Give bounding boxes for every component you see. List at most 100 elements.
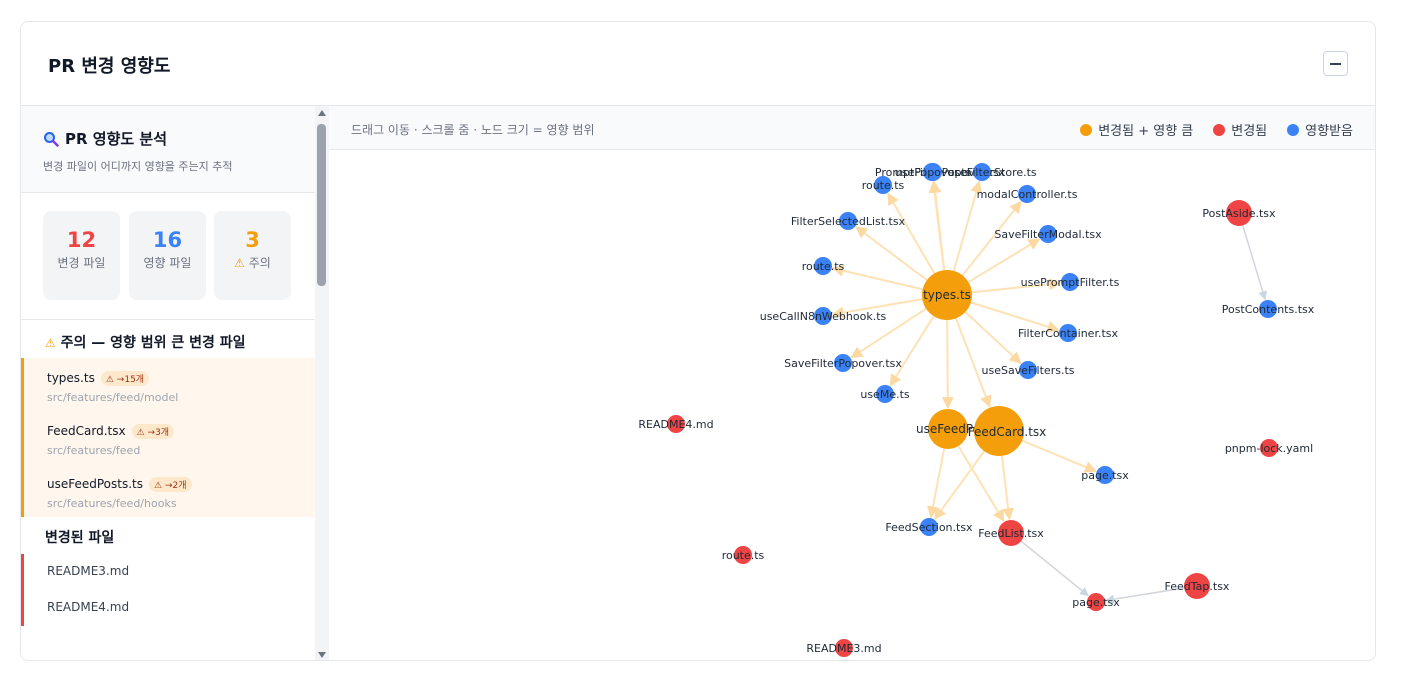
graph-edge — [831, 264, 923, 291]
graph-node[interactable]: PostContents.tsx — [1222, 300, 1315, 318]
analysis-title: PR 영향도 분석 — [65, 130, 167, 148]
warning-item-feedcard[interactable]: FeedCard.tsx ⚠ →3개 src/features/feed — [21, 411, 315, 464]
graph-node-label: FeedCard.tsx — [968, 425, 1047, 439]
graph-node-circle[interactable] — [974, 406, 1024, 456]
graph-node-label: README3.md — [806, 642, 881, 655]
graph-node-circle[interactable] — [998, 520, 1024, 546]
graph-edge — [971, 278, 1062, 294]
graph-node[interactable]: usePromptFilter.ts — [1021, 273, 1120, 291]
warning-icon: ⚠ — [45, 336, 56, 350]
graph-node[interactable]: FilterContainer.tsx — [1018, 324, 1119, 342]
graph-node-circle[interactable] — [1059, 324, 1077, 342]
graph-node-label: useMe.ts — [860, 388, 910, 401]
graph-node[interactable]: SaveFilterPopover.tsx — [784, 354, 902, 372]
graph-node[interactable]: page.tsx — [1081, 466, 1129, 484]
scroll-thumb[interactable] — [317, 124, 326, 286]
graph-node-circle[interactable] — [1061, 273, 1079, 291]
legend-item: 변경됨 + 영향 큼 — [1080, 120, 1193, 139]
graph-edge — [831, 298, 923, 319]
graph-node[interactable]: PostAside.tsx — [1202, 200, 1276, 226]
graph-node[interactable]: useCallN8nWebhook.ts — [760, 307, 887, 325]
graph-node-circle[interactable] — [1226, 200, 1252, 226]
graph-node-circle[interactable] — [839, 212, 857, 230]
graph-node-circle[interactable] — [876, 385, 894, 403]
graph-node-circle[interactable] — [1184, 573, 1210, 599]
graph-node-circle[interactable] — [834, 354, 852, 372]
graph-edge — [1021, 439, 1097, 473]
graph-edge — [929, 180, 946, 271]
graph-node-circle[interactable] — [1039, 225, 1057, 243]
graph-node[interactable]: FeedTap.tsx — [1165, 573, 1230, 599]
graph-node-circle[interactable] — [1087, 593, 1105, 611]
graph-edge — [970, 301, 1060, 333]
graph-node[interactable]: page.tsx — [1072, 593, 1120, 611]
stat-value: 12 — [66, 228, 97, 252]
graph-node-label: FeedList.tsx — [978, 527, 1044, 540]
impact-badge: ⚠ →2개 — [149, 476, 192, 492]
graph-node[interactable]: route.ts — [722, 546, 765, 564]
graph-node-circle[interactable] — [835, 639, 853, 657]
changed-item[interactable]: README3.md — [21, 554, 315, 590]
graph-canvas[interactable]: types.tsuseFeedPosts.tsFeedCard.tsxPromp… — [329, 150, 1376, 661]
graph-node[interactable]: route.ts — [802, 257, 845, 275]
sidebar-scrollbar[interactable] — [315, 106, 329, 660]
warning-item-usefeedposts[interactable]: useFeedPosts.ts ⚠ →2개 src/features/feed/… — [21, 464, 315, 517]
graph-node-label: page.tsx — [1081, 469, 1129, 482]
graph-node[interactable]: FilterSelectedList.tsx — [791, 212, 906, 230]
card-header: PR 변경 영향도 — [21, 22, 1375, 106]
legend-dot — [1080, 123, 1093, 136]
warning-list: types.ts ⚠ →15개 src/features/feed/model … — [21, 358, 328, 517]
graph-node-circle[interactable] — [814, 307, 832, 325]
graph-node-circle[interactable] — [1259, 300, 1277, 318]
graph-edge — [952, 180, 983, 272]
graph-node-circle[interactable] — [920, 518, 938, 536]
graph-node-circle[interactable] — [734, 546, 752, 564]
graph-node-circle[interactable] — [1096, 466, 1114, 484]
graph-node[interactable]: README4.md — [638, 415, 714, 433]
graph-node-circle[interactable] — [814, 257, 832, 275]
sidebar: PR 영향도 분석 변경 파일이 어디까지 영향을 주는지 추적 12 변경 파… — [21, 106, 329, 660]
graph-node[interactable]: SaveFilterModal.tsx — [994, 225, 1102, 243]
graph-node[interactable]: FeedList.tsx — [978, 520, 1044, 546]
graph-node[interactable]: types.ts — [922, 270, 972, 320]
warning-item-types[interactable]: types.ts ⚠ →15개 src/features/feed/model — [21, 358, 315, 411]
graph-node-label: usePromptFilter.ts — [1021, 276, 1120, 289]
graph-node-circle[interactable] — [874, 176, 892, 194]
graph-node-circle[interactable] — [973, 163, 991, 181]
graph-node-label: route.ts — [862, 179, 905, 192]
file-path: src/features/feed — [47, 444, 141, 457]
graph-node[interactable]: pnpm-lock.yaml — [1225, 439, 1313, 457]
graph-node[interactable]: useMe.ts — [860, 385, 910, 403]
changed-item[interactable]: README4.md — [21, 590, 315, 626]
graph-node[interactable]: modalController.ts — [977, 185, 1078, 203]
warning-icon: ⚠ — [234, 256, 245, 270]
collapse-button[interactable] — [1323, 51, 1348, 76]
graph-node[interactable]: useSaveFilters.ts — [982, 361, 1075, 379]
dependency-graph[interactable]: 드래그 이동 · 스크롤 줌 · 노드 크기 = 영향 범위 변경됨 + 영향 … — [329, 106, 1376, 661]
graph-node[interactable]: useFilterStore.ts — [947, 163, 1037, 181]
graph-node-circle[interactable] — [667, 415, 685, 433]
graph-node[interactable]: usePopover.ts — [895, 163, 972, 181]
graph-node-circle[interactable] — [1019, 361, 1037, 379]
graph-node-circle[interactable] — [924, 163, 942, 181]
graph-node-circle[interactable] — [928, 409, 968, 449]
graph-edge — [954, 317, 992, 408]
scroll-down-icon[interactable] — [318, 652, 326, 658]
graph-edge — [957, 445, 1005, 523]
graph-node-circle[interactable] — [922, 270, 972, 320]
graph-node[interactable]: route.ts — [862, 176, 905, 194]
legend-item: 변경됨 — [1213, 120, 1267, 139]
stat-label: 변경 파일 — [57, 256, 106, 270]
graph-edge — [967, 238, 1041, 283]
graph-node[interactable]: FeedSection.tsx — [885, 518, 973, 536]
graph-node-circle[interactable] — [1018, 185, 1036, 203]
scroll-up-icon[interactable] — [318, 110, 326, 116]
graph-node[interactable]: FeedCard.tsx — [968, 406, 1047, 456]
graph-node-circle[interactable] — [1260, 439, 1278, 457]
stat-value: 16 — [152, 228, 183, 252]
stat-warnings: 3 ⚠ 주의 — [214, 211, 291, 300]
graph-node[interactable]: README3.md — [806, 639, 882, 657]
file-name: types.ts — [47, 371, 95, 385]
magnifier-icon — [44, 131, 59, 147]
legend-item: 영향받음 — [1287, 120, 1353, 139]
